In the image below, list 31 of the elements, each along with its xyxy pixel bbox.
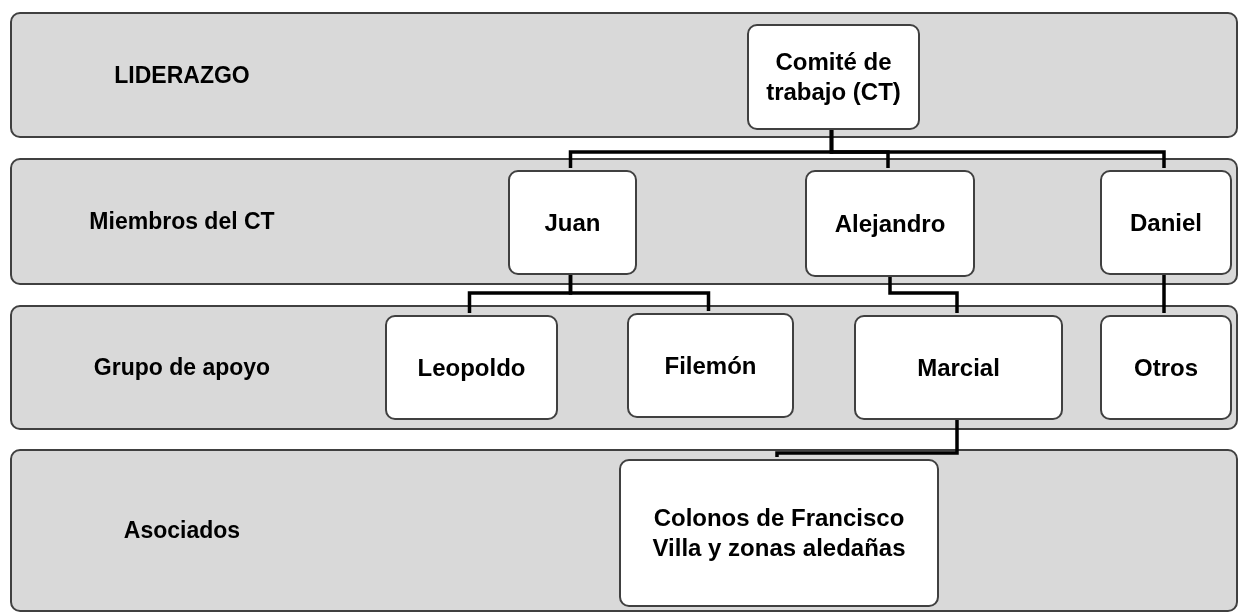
band-row: [10, 12, 1238, 138]
org-box: [1100, 315, 1232, 420]
row-label: Asociados: [122, 516, 242, 545]
member-name: Daniel: [1130, 207, 1202, 238]
org-box: [619, 459, 939, 607]
org-box: [1100, 170, 1232, 275]
connector-line: [775, 418, 959, 457]
member-name: Marcial: [917, 352, 1000, 383]
row-label: Grupo de apoyo: [92, 353, 272, 382]
band-row: [10, 305, 1238, 430]
connector-line: [568, 273, 711, 311]
connector-line: [829, 128, 1166, 168]
member-name: Leopoldo: [417, 352, 526, 383]
member-name: Colonos de Francisco Villa y zonas aledañas: [651, 503, 907, 563]
connector-line: [1162, 273, 1166, 313]
connector-line: [888, 275, 959, 313]
member-name: Comité de trabajo (CT): [765, 47, 902, 107]
org-box: [854, 315, 1063, 420]
org-box: [747, 24, 920, 130]
member-name: Juan: [544, 207, 601, 238]
member-name: Filemón: [664, 350, 757, 381]
row-label: LIDERAZGO: [113, 60, 251, 90]
member-name: Otros: [1134, 352, 1198, 383]
org-box: [627, 313, 794, 418]
band-row: [10, 449, 1238, 612]
org-box: [385, 315, 558, 420]
member-name: Alejandro: [834, 208, 946, 239]
band-row: [10, 158, 1238, 285]
row-label: Miembros del CT: [88, 207, 276, 236]
org-box: [508, 170, 637, 275]
org-box: [805, 170, 975, 277]
